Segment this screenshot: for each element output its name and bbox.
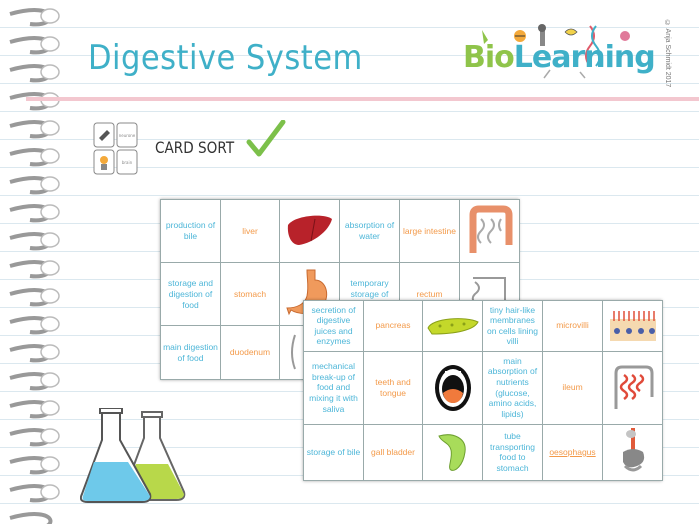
mouth-icon: [434, 364, 471, 411]
logo-text: BioLearning: [463, 40, 656, 75]
card-sheet-front: secretion of digestive juices and enzyme…: [303, 300, 663, 482]
title-divider: [26, 97, 699, 101]
organ-card[interactable]: stomach: [220, 262, 280, 327]
organ-card[interactable]: large intestine: [399, 198, 460, 264]
organ-card[interactable]: microvilli: [542, 300, 603, 352]
picture-card[interactable]: [602, 423, 663, 482]
picture-card[interactable]: [459, 198, 520, 264]
organ-card[interactable]: pancreas: [363, 300, 423, 352]
table-row: storage of bile gall bladder tube transp…: [303, 423, 663, 482]
function-card[interactable]: mechanical break-up of food and mixing i…: [303, 350, 364, 425]
function-card[interactable]: main digestion of food: [160, 325, 221, 380]
pancreas-icon: [426, 317, 479, 335]
table-row: mechanical break-up of food and mixing i…: [303, 350, 663, 425]
table-row: storage and digestion of food stomach te…: [160, 262, 520, 327]
organ-card[interactable]: teeth and tongue: [363, 350, 423, 425]
function-card[interactable]: tiny hair-like membranes on cells lining…: [482, 300, 543, 352]
biolearning-logo-icon: [482, 24, 630, 79]
microvilli-icon: [609, 310, 656, 341]
picture-card[interactable]: [422, 423, 483, 482]
gall-bladder-icon: [437, 434, 466, 472]
spiral-binding-icon: [9, 8, 60, 524]
table-row: production of bile liver absorption of w…: [160, 198, 520, 264]
logo-text-learning: Learning: [513, 40, 656, 75]
liver-icon: [287, 215, 332, 246]
function-card[interactable]: absorption of water: [339, 198, 400, 264]
function-card[interactable]: main absorption of nutrients (glucose, a…: [482, 350, 543, 425]
large-intestine-icon: [469, 205, 512, 254]
function-card[interactable]: storage and digestion of food: [160, 262, 221, 327]
picture-card[interactable]: [602, 350, 663, 425]
card-sheet-front-table: secretion of digestive juices and enzyme…: [303, 300, 663, 482]
card-sort-icon-text-1: neurone: [119, 133, 136, 138]
oesophagus-icon: [622, 428, 644, 472]
organ-card[interactable]: gall bladder: [363, 423, 423, 482]
organ-card[interactable]: oesophagus: [542, 423, 603, 482]
table-row: secretion of digestive juices and enzyme…: [303, 300, 663, 352]
function-card[interactable]: production of bile: [160, 198, 221, 264]
card-sort-icon-text-2: brain: [122, 160, 133, 165]
card-sort-label: CARD SORT: [155, 138, 235, 157]
logo-text-bio: Bio: [463, 40, 515, 75]
function-card[interactable]: secretion of digestive juices and enzyme…: [303, 300, 364, 352]
function-card[interactable]: tube transporting food to stomach: [482, 423, 543, 482]
organ-card[interactable]: liver: [220, 198, 280, 264]
picture-card[interactable]: [279, 198, 340, 264]
picture-card[interactable]: [422, 300, 483, 352]
function-card[interactable]: storage of bile: [303, 423, 364, 482]
duodenum-icon: [290, 334, 296, 370]
organ-card[interactable]: duodenum: [220, 325, 280, 380]
picture-card[interactable]: [602, 300, 663, 352]
organ-card[interactable]: ileum: [542, 350, 603, 425]
checkmark-icon: [246, 120, 286, 157]
page-title: Digestive System: [88, 38, 363, 78]
copyright-text: © Anja Schmidt 2017: [664, 20, 671, 88]
card-sort-icon: neurone brain: [93, 122, 138, 175]
picture-card[interactable]: [422, 350, 483, 425]
flasks-icon: [80, 408, 186, 503]
small-intestine-icon: [614, 365, 653, 409]
